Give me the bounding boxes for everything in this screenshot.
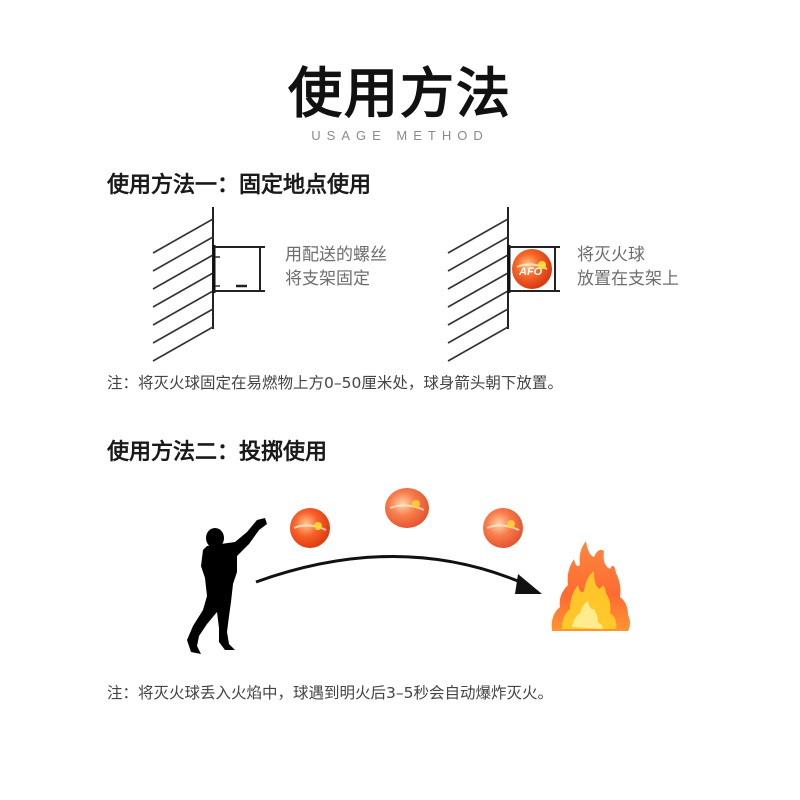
fire-ball-3-icon <box>483 508 523 548</box>
trajectory-arrow-icon <box>255 555 542 594</box>
step2-line2: 放置在支架上 <box>577 269 679 289</box>
step1-line1: 用配送的螺丝 <box>285 245 387 265</box>
wall-bracket-with-ball-icon: AFO <box>447 207 560 362</box>
page-subtitle: USAGE METHOD <box>311 128 489 143</box>
step2-line1: 将灭火球 <box>577 245 645 265</box>
wall-bracket-icon <box>152 207 265 362</box>
svg-text:AFO: AFO <box>518 266 543 278</box>
method-two-note: 注：将灭火球丢入火焰中，球遇到明火后3–5秒会自动爆炸灭火。 <box>107 684 553 702</box>
fire-flames-icon <box>551 541 630 631</box>
page-title: 使用方法 <box>288 62 512 125</box>
fire-ball-1-icon <box>290 508 330 548</box>
method-two-title: 使用方法二：投掷使用 <box>107 440 328 465</box>
step1-line2: 将支架固定 <box>285 269 370 289</box>
person-throwing-silhouette-icon <box>187 518 267 654</box>
step2-label: 将灭火球 放置在支架上 <box>577 243 679 291</box>
fire-ball-2-icon <box>385 488 429 528</box>
step1-label: 用配送的螺丝 将支架固定 <box>285 243 387 291</box>
method-one-title: 使用方法一：固定地点使用 <box>107 173 372 198</box>
method-one-note: 注：将灭火球固定在易燃物上方0–50厘米处，球身箭头朝下放置。 <box>107 374 563 392</box>
